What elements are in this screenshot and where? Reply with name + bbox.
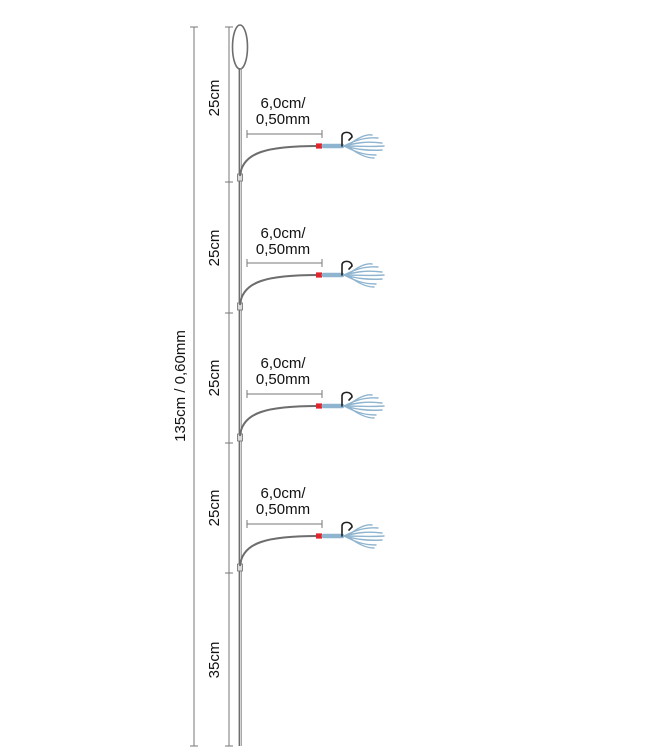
dropper-1: 6,0cm/ 0,50mm (236, 95, 385, 182)
dropper-diameter-label: 0,50mm (256, 501, 310, 518)
dropper-3: 6,0cm/ 0,50mm (236, 355, 385, 442)
dropper-graphic (236, 258, 385, 311)
segment-label-5: 35cm (206, 642, 223, 679)
dropper-diameter-label: 0,50mm (256, 111, 310, 128)
dropper-length-label: 6,0cm/ (260, 355, 306, 372)
dropper-graphic (236, 129, 385, 182)
total-dimension: 135cm / 0,60mm (172, 26, 198, 747)
segment-dimensions: 25cm 25cm 25cm 25cm 35cm (206, 26, 233, 747)
dropper-length-label: 6,0cm/ (260, 485, 306, 502)
dropper-graphic (236, 519, 385, 572)
dropper-length-label: 6,0cm/ (260, 225, 306, 242)
segment-label-2: 25cm (206, 230, 223, 267)
segment-label-4: 25cm (206, 490, 223, 527)
segment-label-1: 25cm (206, 80, 223, 117)
dropper-length-label: 6,0cm/ (260, 95, 306, 112)
segment-label-3: 25cm (206, 360, 223, 397)
dropper-diameter-label: 0,50mm (256, 241, 310, 258)
dropper-4: 6,0cm/ 0,50mm (236, 485, 385, 572)
dropper-graphic (236, 389, 385, 442)
main-line (231, 24, 249, 746)
dropper-2: 6,0cm/ 0,50mm (236, 225, 385, 311)
dropper-diameter-label: 0,50mm (256, 371, 310, 388)
total-length-label: 135cm / 0,60mm (172, 330, 189, 442)
top-loop (231, 24, 249, 70)
